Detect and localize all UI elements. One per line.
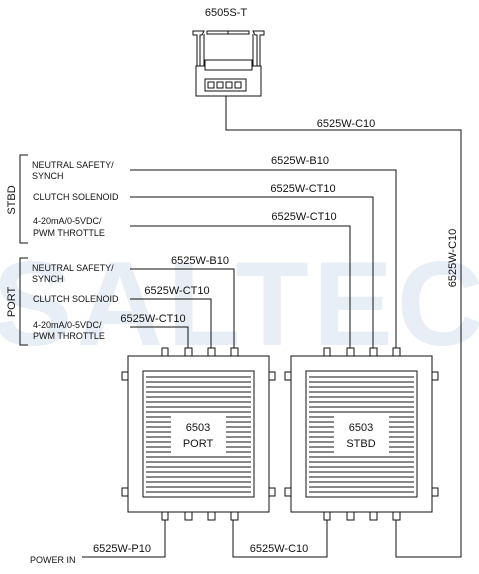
port-input-neutral-1: NEUTRAL SAFETY/ [32,263,114,273]
power-in-label: POWER IN [30,555,76,565]
stbd-bracket [19,154,28,244]
port-unit-line1: 6503 [186,422,210,434]
stbd-fins [309,376,414,493]
cable-label-top-link: 6525W-C10 [317,118,376,130]
cable-port-throttle [130,326,189,353]
cable-top-link [225,100,462,558]
port-input-clutch: CLUTCH SOLENOID [33,294,119,304]
port-bracket [19,257,28,346]
cable-label-port-clutch: 6525W-CT10 [144,285,209,297]
cable-bottom-link [232,520,328,558]
stbd-unit-line2: STBD [346,438,375,450]
cable-label-port-neutral: 6525W-B10 [171,255,229,267]
stbd-input-neutral-2: SYNCH [32,171,64,181]
cable-port-neutral [130,268,235,353]
cable-label-power: 6525W-P10 [93,543,151,555]
cable-stbd-throttle [130,225,351,353]
port-input-neutral-2: SYNCH [32,274,64,284]
stbd-input-throttle-1: 4-20mA/0-5VDC/ [33,216,102,226]
cable-label-vertical-link: 6525W-C10 [447,229,459,288]
stbd-input-neutral-1: NEUTRAL SAFETY/ [32,160,114,170]
cable-stbd-clutch [130,196,374,353]
cable-port-clutch [130,298,212,353]
top-unit [192,30,265,100]
stbd-input-throttle-2: PWM THROTTLE [33,228,105,238]
cable-label-stbd-neutral: 6525W-B10 [271,155,329,167]
cable-stbd-neutral [130,169,397,353]
cable-power [82,520,166,558]
watermark-text: SALTEC [0,237,479,371]
stbd-unit-line1: 6503 [349,422,373,434]
cable-label-stbd-throttle: 6525W-CT10 [271,211,336,223]
port-input-throttle-1: 4-20mA/0-5VDC/ [33,320,102,330]
cable-label-port-throttle: 6525W-CT10 [120,313,185,325]
top-unit-label: 6505S-T [205,7,247,19]
stbd-group-label: STBD [6,185,18,214]
port-fins [146,376,251,493]
stbd-input-clutch: CLUTCH SOLENOID [33,192,119,202]
cable-label-stbd-clutch: 6525W-CT10 [270,183,335,195]
port-input-throttle-2: PWM THROTTLE [33,331,105,341]
port-unit-line2: PORT [183,438,214,450]
port-group-label: PORT [6,287,18,318]
cable-label-bottom-link: 6525W-C10 [250,543,309,555]
